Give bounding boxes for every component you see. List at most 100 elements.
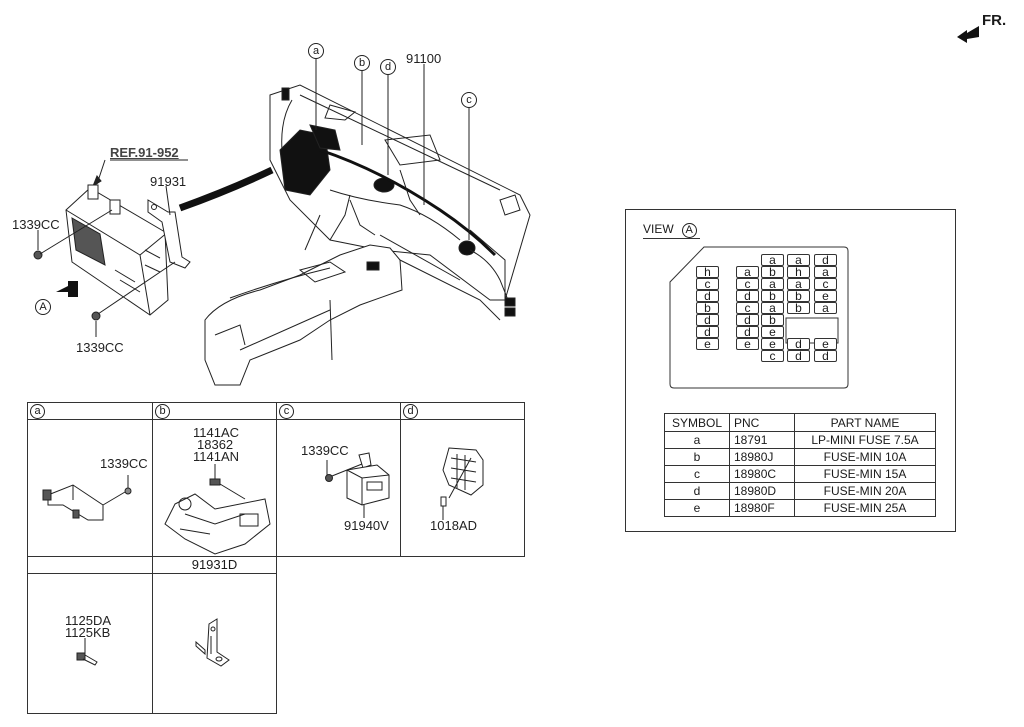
- detail-c-part-2: 91940V: [344, 518, 389, 533]
- col-part-name: PART NAME: [794, 413, 936, 432]
- table-row: e 18980F FUSE-MIN 25A: [664, 499, 936, 517]
- ref-leader-arrowhead: [91, 175, 102, 188]
- callout-c: c: [461, 92, 477, 108]
- connector-block-icon: [440, 447, 484, 520]
- fuse-slot: d: [696, 314, 719, 326]
- nut-top-icon: [33, 250, 43, 260]
- detail-f-header: 91931D: [152, 556, 277, 574]
- fuse-slot: d: [814, 254, 837, 266]
- front-direction-arrow-icon: [957, 26, 979, 43]
- relay-module-icon: [325, 452, 390, 518]
- fuse-slot: a: [787, 254, 810, 266]
- table-row: b 18980J FUSE-MIN 10A: [664, 448, 936, 466]
- fuse-slot: e: [761, 326, 784, 338]
- fuse-slot: c: [736, 302, 759, 314]
- view-a-title: VIEW A: [643, 222, 700, 239]
- wiring-harness-drawing: [33, 58, 531, 386]
- row-part-name: FUSE-MIN 20A: [794, 482, 936, 500]
- row-part-name: FUSE-MIN 25A: [794, 499, 936, 517]
- detail-b-part-1: 1141AC: [193, 425, 240, 440]
- fuse-slot: a: [814, 302, 837, 314]
- harness-part-label: 91100: [406, 51, 442, 66]
- row-part-name: FUSE-MIN 10A: [794, 448, 936, 466]
- row-symbol: a: [664, 431, 730, 449]
- fuse-slot: a: [787, 278, 810, 290]
- ref-label: REF.91-952: [110, 145, 179, 160]
- harness-connector-c: [458, 240, 476, 256]
- detail-a-cell: 1339CC: [27, 419, 153, 557]
- fuse-slot: h: [696, 266, 719, 278]
- detail-a-header: a: [27, 402, 153, 420]
- fuse-slot: e: [696, 338, 719, 350]
- fuse-slot: a: [736, 266, 759, 278]
- detail-b-header: b: [152, 402, 277, 420]
- detail-c-cell: 1339CC 91940V: [276, 419, 401, 557]
- row-symbol: c: [664, 465, 730, 483]
- row-symbol: b: [664, 448, 730, 466]
- fuse-slot: d: [814, 350, 837, 362]
- steering-column-bracket-icon: [164, 464, 271, 555]
- fuse-slot: e: [814, 290, 837, 302]
- bracket-part-label: 91931: [150, 174, 187, 189]
- fuse-slot: a: [814, 266, 837, 278]
- detail-d-header: d: [400, 402, 525, 420]
- row-part-name: LP-MINI FUSE 7.5A: [794, 431, 936, 449]
- center-console-icon: [204, 194, 501, 386]
- table-row: c 18980C FUSE-MIN 15A: [664, 465, 936, 483]
- row-pnc: 18980J: [729, 448, 795, 466]
- detail-c-symbol: c: [279, 404, 294, 419]
- fuse-slot: b: [761, 314, 784, 326]
- fuse-slot: b: [787, 302, 810, 314]
- callout-a: a: [308, 43, 324, 59]
- detail-d-symbol: d: [403, 404, 418, 419]
- row-pnc: 18980F: [729, 499, 795, 517]
- detail-b-symbol: b: [155, 404, 170, 419]
- detail-f-cell: [152, 573, 277, 714]
- fuse-slot: a: [761, 302, 784, 314]
- fuse-slot: e: [761, 338, 784, 350]
- table-row: a 18791 LP-MINI FUSE 7.5A: [664, 431, 936, 449]
- callout-d: d: [380, 59, 396, 75]
- fuse-slot: e: [736, 338, 759, 350]
- detail-e-header: [27, 556, 153, 574]
- detail-a-symbol: a: [30, 404, 45, 419]
- bolt-icon: [76, 638, 98, 666]
- detail-b-cell: 1141AC 18362 1141AN: [152, 419, 277, 557]
- harness-connector-cluster: [279, 129, 331, 196]
- nut-top-part-label: 1339CC: [12, 217, 60, 232]
- detail-d-part-1: 1018AD: [430, 518, 477, 533]
- col-pnc: PNC: [729, 413, 795, 432]
- fuse-slot: e: [814, 338, 837, 350]
- fuse-slot: d: [736, 326, 759, 338]
- fuse-slot: c: [761, 350, 784, 362]
- detail-b-part-2: 18362: [197, 437, 234, 452]
- row-pnc: 18980D: [729, 482, 795, 500]
- view-a-title-marker: A: [681, 223, 697, 238]
- row-symbol: e: [664, 499, 730, 517]
- fuse-slot: d: [736, 314, 759, 326]
- view-a-title-text: VIEW: [643, 222, 674, 236]
- fuse-slot: b: [696, 302, 719, 314]
- row-pnc: 18791: [729, 431, 795, 449]
- fuse-slot: a: [761, 278, 784, 290]
- row-part-name: FUSE-MIN 15A: [794, 465, 936, 483]
- row-symbol: d: [664, 482, 730, 500]
- fuse-slot: c: [814, 278, 837, 290]
- fuse-slot: h: [787, 266, 810, 278]
- detail-f-header-label: 91931D: [191, 557, 238, 572]
- detail-e-cell: 1125DA 1125KB: [27, 573, 153, 714]
- table-row: d 18980D FUSE-MIN 20A: [664, 482, 936, 500]
- fuse-slot: a: [761, 254, 784, 266]
- fuse-slot: d: [696, 326, 719, 338]
- fuse-slot: d: [736, 290, 759, 302]
- view-a-arrow-icon: [56, 281, 78, 297]
- col-symbol: SYMBOL: [664, 413, 730, 432]
- detail-e-part-1: 1125DA: [65, 613, 112, 628]
- harness-strip: [178, 166, 274, 212]
- detail-d-cell: 1018AD: [400, 419, 525, 557]
- fuse-legend-table: SYMBOL PNC PART NAME a 18791 LP-MINI FUS…: [664, 413, 936, 517]
- fuse-slot: c: [696, 278, 719, 290]
- detail-a-part-1: 1339CC: [100, 456, 148, 471]
- detail-b-part-3: 1141AN: [193, 449, 240, 464]
- detail-e-part-2: 1125KB: [65, 625, 111, 640]
